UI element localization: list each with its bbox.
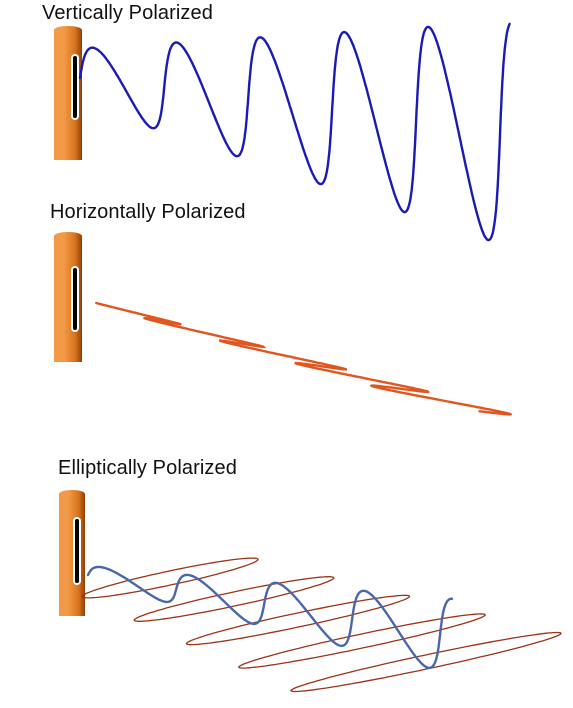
horizontal-title: Horizontally Polarized [50,201,246,223]
elliptical-panel [59,490,562,693]
vertical-title: Vertically Polarized [42,2,213,24]
antenna-slot [73,56,77,118]
antenna-icon [54,232,82,362]
vertical-wave [78,22,511,242]
antenna-icon [54,26,82,160]
antenna-body [59,494,85,616]
antenna-icon [59,490,85,616]
elliptical-helix [86,565,454,670]
elliptical-title: Elliptically Polarized [58,457,237,479]
antenna-slot [75,519,79,583]
horizontal-panel [54,232,513,416]
elliptical-ellipses [81,557,562,693]
vertical-panel [54,22,511,242]
antenna-slot [73,268,77,330]
horizontal-wave [95,301,513,416]
